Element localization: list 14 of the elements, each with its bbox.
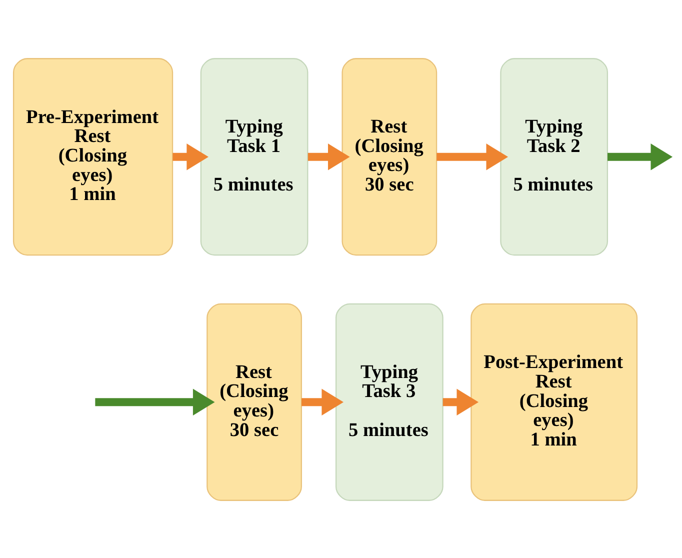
node-box: Typing Task 3 5 minutes [334, 302, 443, 500]
node-box: Post-Experiment Rest (Closing eyes) 1 min [470, 302, 638, 500]
node-box: Typing Task 1 5 minutes [200, 58, 308, 256]
node-box: Rest (Closing eyes) 30 sec [206, 302, 302, 500]
node-box: Rest (Closing eyes) 30 sec [341, 58, 437, 256]
arrow [172, 143, 208, 170]
arrow [94, 388, 214, 415]
arrow [436, 143, 508, 170]
arrow [607, 143, 672, 170]
arrow [307, 143, 350, 170]
node-box: Typing Task 2 5 minutes [500, 58, 608, 256]
arrow [442, 388, 478, 415]
node-box: Pre-Experiment Rest (Closing eyes) 1 min [12, 58, 173, 256]
arrow [301, 388, 344, 415]
